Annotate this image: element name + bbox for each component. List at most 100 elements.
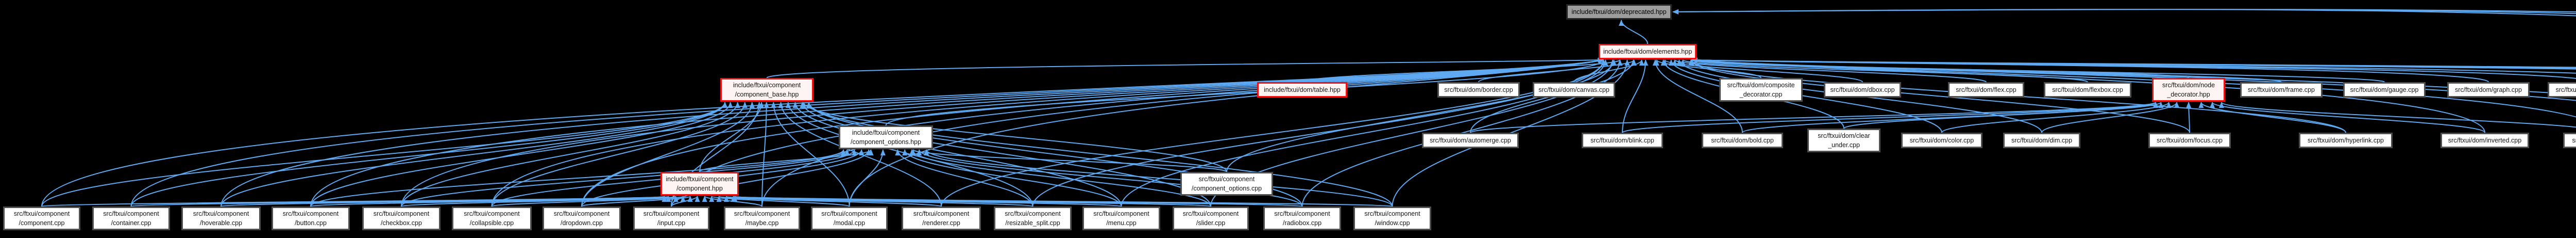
graph-node-ccomp[interactable]: src/ftxui/component/component.cpp	[3, 207, 80, 230]
graph-node-color[interactable]: src/ftxui/dom/color.cpp	[1901, 133, 1982, 148]
edge-comph-to-cbase	[699, 102, 765, 172]
edge-crad-to-cbase	[806, 102, 1303, 207]
edge-gauge-to-ele	[1689, 59, 2385, 83]
graph-node-frame[interactable]: src/ftxui/dom/frame.cpp	[2240, 82, 2323, 98]
graph-node-bold[interactable]: src/ftxui/dom/bold.cpp	[1702, 133, 1783, 148]
graph-node-label: src/ftxui/dom/hyperlink.cpp	[2308, 137, 2384, 144]
graph-node-compdec[interactable]: src/ftxui/dom/composite _decorator.cpp	[1719, 78, 1803, 102]
graph-node-cmay[interactable]: src/ftxui/component/maybe.cpp	[724, 207, 800, 230]
graph-node-label: src/ftxui/dom/canvas.cpp	[1538, 86, 1609, 93]
graph-node-label: src/ftxui/component	[103, 210, 159, 217]
graph-node-hyper[interactable]: src/ftxui/dom/hyperlink.cpp	[2299, 133, 2393, 148]
graph-node-cbtn[interactable]: src/ftxui/component/button.cpp	[272, 207, 350, 230]
graph-node-ele[interactable]: include/ftxui/dom/elements.hpp	[1599, 44, 1697, 59]
graph-node-label: src/ftxui/dom/composite	[1727, 82, 1795, 89]
graph-node-focus[interactable]: src/ftxui/dom/focus.cpp	[2148, 133, 2231, 148]
graph-node-label: src/ftxui/dom/graph.cpp	[2455, 86, 2522, 93]
graph-node-cinp[interactable]: src/ftxui/component/input.cpp	[633, 207, 709, 230]
edge-scroll-to-ele	[1691, 58, 2576, 95]
graph-node-label: _decorator.cpp	[1739, 91, 1783, 98]
graph-node-label: src/ftxui/component	[282, 210, 339, 217]
graph-node-cmenu[interactable]: src/ftxui/component/menu.cpp	[1082, 207, 1160, 230]
graph-node-label: /component.hpp	[676, 185, 723, 192]
edge-cchk-to-cbase	[401, 102, 740, 207]
graph-node-ndec[interactable]: src/ftxui/dom/node_decorator.hpp	[2152, 78, 2225, 102]
graph-node-optc[interactable]: src/ftxui/component/component_options.cp…	[1180, 172, 1273, 196]
graph-node-label: src/ftxui/component	[1093, 210, 1149, 217]
graph-node-italic[interactable]: src/ftxui/dom/italic.cpp	[2563, 133, 2576, 148]
graph-node-gridbox[interactable]: src/ftxui/dom/gridbox.cpp	[2548, 82, 2576, 98]
graph-node-dbox[interactable]: src/ftxui/dom/dbox.cpp	[1824, 82, 1901, 98]
graph-node-graph[interactable]: src/ftxui/dom/graph.cpp	[2447, 82, 2530, 98]
graph-node-cdrop[interactable]: src/ftxui/component/dropdown.cpp	[543, 207, 621, 230]
graph-node-flex[interactable]: src/ftxui/dom/flex.cpp	[1948, 82, 2024, 98]
edge-para-to-dep	[1672, 9, 2576, 17]
edge-cmod-to-opth	[849, 149, 886, 207]
graph-node-gauge[interactable]: src/ftxui/dom/gauge.cpp	[2343, 82, 2426, 98]
graph-node-label: src/ftxui/dom/bold.cpp	[1711, 137, 1774, 144]
edge-opth-to-ele	[885, 59, 1606, 126]
graph-node-chov[interactable]: src/ftxui/component/hoverable.cpp	[181, 207, 261, 230]
edge-cslid-to-cbase	[800, 102, 1211, 207]
graph-node-automerge[interactable]: src/ftxui/dom/automerge.cpp	[1422, 133, 1519, 148]
edge-crad-to-opth	[917, 149, 1303, 207]
edge-cinp-to-comph	[671, 196, 700, 207]
edge-cmenu-to-opth	[902, 149, 1122, 207]
graph-node-cren[interactable]: src/ftxui/component/renderer.cpp	[902, 207, 981, 230]
graph-node-label: /resizable_split.cpp	[1005, 219, 1060, 227]
edge-focus-to-ndec	[2186, 102, 2192, 133]
graph-node-dim[interactable]: src/ftxui/dom/dim.cpp	[2003, 133, 2080, 148]
graph-node-label: src/ftxui/dom/color.cpp	[1909, 137, 1974, 144]
graph-node-cmod[interactable]: src/ftxui/component/modal.cpp	[811, 207, 888, 230]
edge-text-to-ele	[1691, 57, 2576, 68]
edge-chov-to-cbase	[221, 102, 727, 207]
graph-node-border[interactable]: src/ftxui/dom/border.cpp	[1437, 82, 1520, 98]
edge-cchk-to-opth	[401, 149, 850, 207]
edge-cres-to-opth	[895, 149, 1033, 207]
graph-node-label: src/ftxui/component	[821, 210, 877, 217]
edge-cmay-to-ele	[761, 58, 1604, 207]
graph-node-label: /window.cpp	[1375, 219, 1410, 227]
graph-node-cbase[interactable]: include/ftxui/component/component_base.h…	[720, 78, 814, 102]
edge-cdrop-to-comph	[581, 196, 693, 207]
graph-node-dep[interactable]: include/ftxui/dom/deprecated.hpp	[1566, 4, 1672, 20]
graph-node-cchk[interactable]: src/ftxui/component/checkbox.cpp	[362, 207, 440, 230]
graph-node-label: /hoverable.cpp	[199, 219, 242, 227]
graph-node-label: /container.cpp	[111, 219, 151, 227]
graph-node-label: /radiobox.cpp	[1282, 219, 1322, 227]
graph-node-label: /renderer.cpp	[922, 219, 960, 227]
graph-node-opth[interactable]: include/ftxui/component/component_option…	[839, 125, 933, 149]
graph-node-blink[interactable]: src/ftxui/dom/blink.cpp	[1582, 133, 1663, 148]
edge-cbase-to-ele	[766, 57, 1604, 78]
graph-node-label: src/ftxui/component	[1182, 210, 1239, 217]
graph-node-label: src/ftxui/dom/automerge.cpp	[1430, 137, 1511, 144]
edge-ccont-to-cbase	[130, 102, 727, 207]
edge-cmod-to-ele	[849, 58, 1604, 207]
edge-dim-to-ndec	[2041, 102, 2180, 133]
graph-node-comph[interactable]: include/ftxui/component/component.hpp	[660, 172, 739, 196]
graph-node-crad[interactable]: src/ftxui/component/radiobox.cpp	[1263, 207, 1341, 230]
graph-node-tbl[interactable]: include/ftxui/dom/table.hpp	[1257, 82, 1347, 98]
graph-node-cwin[interactable]: src/ftxui/component/window.cpp	[1353, 207, 1431, 230]
edge-color-to-ndec	[1941, 102, 2172, 133]
graph-node-label: src/ftxui/component	[1198, 176, 1255, 183]
graph-node-inv[interactable]: src/ftxui/dom/inverted.cpp	[2441, 133, 2529, 148]
edge-reflect-to-dep	[1672, 9, 2576, 14]
graph-node-clear[interactable]: src/ftxui/dom/clear_under.cpp	[1807, 129, 1880, 152]
graph-node-cres[interactable]: src/ftxui/component/resizable_split.cpp	[994, 207, 1072, 230]
graph-node-label: src/ftxui/component	[553, 210, 610, 217]
graph-node-label: src/ftxui/dom/blink.cpp	[1590, 137, 1654, 144]
graph-node-canvas[interactable]: src/ftxui/dom/canvas.cpp	[1533, 82, 1615, 98]
graph-node-label: src/ftxui/component	[913, 210, 970, 217]
graph-node-label: src/ftxui/component	[1005, 210, 1061, 217]
graph-node-label: /input.cpp	[657, 219, 686, 227]
graph-node-flexbox[interactable]: src/ftxui/dom/flexbox.cpp	[2044, 82, 2131, 98]
graph-node-label: src/ftxui/dom/border.cpp	[1444, 86, 1513, 93]
edge-optc-to-ele	[1226, 59, 1617, 172]
graph-node-ccont[interactable]: src/ftxui/component/container.cpp	[92, 207, 170, 230]
edge-hyper-to-ndec	[2198, 102, 2346, 133]
graph-node-ccol[interactable]: src/ftxui/component/collapsible.cpp	[452, 207, 532, 230]
graph-node-label: /component_options.hpp	[851, 138, 921, 146]
graph-node-cslid[interactable]: src/ftxui/component/slider.cpp	[1173, 207, 1249, 230]
